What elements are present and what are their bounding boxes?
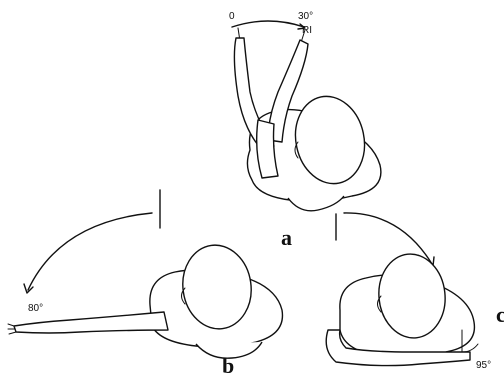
panel-b-angle-arc: [28, 213, 152, 290]
panel-b: 80° b: [8, 190, 282, 378]
panel-b-letter: b: [222, 353, 234, 378]
panel-c: 95° c: [326, 213, 504, 371]
panel-a-hands: [288, 196, 344, 211]
panel-b-angle-label: 80°: [28, 303, 43, 314]
panel-c-angle-label: 95°: [476, 360, 491, 371]
panel-a-label-30: 30°: [298, 11, 313, 22]
panel-c-letter: c: [496, 302, 504, 327]
panel-a-letter: a: [281, 225, 292, 250]
panel-b-arm: [14, 312, 168, 333]
panel-a-label-0: 0: [229, 11, 235, 22]
panel-a-angle-arc: [232, 21, 304, 27]
